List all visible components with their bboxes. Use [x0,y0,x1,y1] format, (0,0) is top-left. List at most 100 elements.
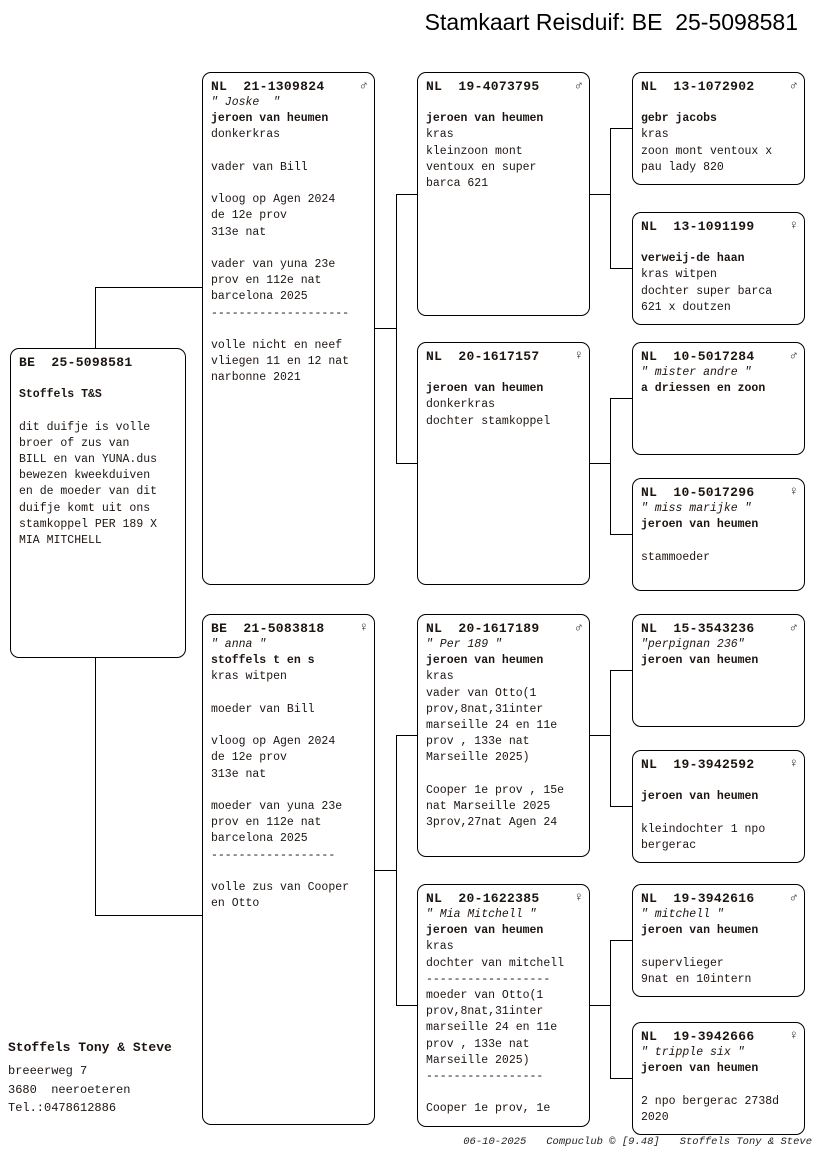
pedigree-box-header: NL 20-1622385 ♀ [426,890,583,907]
pedigree-box-header: BE 21-5083818 ♀ [211,620,368,637]
male-icon: ♂ [789,620,798,635]
connector-line [95,287,97,349]
pedigree-text-line: kras [426,670,454,684]
pedigree-text-line: bergerac [641,838,697,852]
connector-line [610,1078,633,1080]
ring-number: NL 20-1617157 [426,349,540,364]
owner-address-street: breeerweg 7 [8,1064,88,1078]
pedigree-box: NL 20-1617189 ♂ " Per 189 "jeroen van he… [417,614,590,857]
male-icon: ♂ [359,78,368,93]
ring-number: NL 19-4073795 [426,79,540,94]
pedigree-box: NL 15-3543236 ♂ "perpignan 236"jeroen va… [632,614,805,727]
footer-date: 06-10-2025 [463,1136,527,1148]
pedigree-text-line [211,322,368,338]
pedigree-text-line [211,864,368,880]
pedigree-text-line: dochter van mitchell [426,956,565,970]
pedigree-text-line: " Per 189 " [426,638,502,651]
pedigree-text-line: kras witpen [211,670,287,684]
pedigree-text-line: " mister andre " [641,366,752,379]
pedigree-text-line [641,1077,798,1093]
pedigree-text-line [426,1085,583,1101]
pedigree-box-header: NL 20-1617189 ♂ [426,620,583,637]
pedigree-text-line [19,371,179,387]
female-icon: ♀ [359,620,368,635]
pedigree-text-line: jeroen van heumen [641,518,759,532]
pedigree-text-line: vader van Bill [211,160,308,174]
pedigree-box: NL 19-3942616 ♂ " mitchell "jeroen van h… [632,884,805,997]
pedigree-text-line: jeroen van heumen [426,924,544,938]
owner-address-city: 3680 neeroeteren [8,1082,131,1097]
pedigree-text-line: vliegen 11 en 12 nat [211,355,350,369]
pedigree-text-line: marseille 24 en 11e [426,1021,558,1035]
pedigree-text-line [641,939,798,955]
pedigree-text-line: kleinzoon mont [426,144,523,158]
connector-line [610,940,633,942]
pedigree-text-line: jeroen van heumen [641,790,759,804]
pedigree-text-line: dochter super barca [641,284,773,298]
pedigree-text-line: en Otto [211,897,260,911]
ring-number: NL 15-3543236 [641,621,755,636]
pedigree-text-line: nat Marseille 2025 [426,800,551,814]
female-icon: ♀ [574,890,583,905]
pedigree-text-line: de 12e prov [211,751,287,765]
ring-number: NL 13-1091199 [641,219,755,234]
pedigree-text-line: barcelona 2025 [211,832,308,846]
pedigree-text-line: jeroen van heumen [211,112,329,126]
pedigree-text-line [211,686,368,702]
pedigree-text-line: stamkoppel PER 189 X [19,517,158,531]
pedigree-text-line: prov , 133e nat [426,1037,530,1051]
pedigree-box: NL 10-5017284 ♂ " mister andre "a driess… [632,342,805,455]
pedigree-text-line: kleindochter 1 npo [641,822,766,836]
pedigree-text-line: " Joske " [211,96,281,109]
pedigree-text-line: Marseille 2025) [426,751,530,765]
pedigree-text-line: stammoeder [641,550,711,564]
pedigree-box: NL 20-1622385 ♀ " Mia Mitchell "jeroen v… [417,884,590,1127]
pedigree-text-line: verweij-de haan [641,252,745,266]
pedigree-box-header: NL 19-3942592 ♀ [641,756,798,773]
owner-name: Stoffels Tony & Steve [8,1040,172,1055]
pedigree-box-header: NL 13-1091199 ♀ [641,218,798,235]
page-title: Stamkaart Reisduif: BE 25-5098581 [424,9,798,35]
pedigree-text-line: volle zus van Cooper [211,880,350,894]
female-icon: ♀ [789,756,798,771]
ring-number: NL 20-1617189 [426,621,540,636]
pedigree-text-line [426,767,583,783]
ring-number: NL 10-5017296 [641,485,755,500]
pedigree-text-line: jeroen van heumen [641,924,759,938]
connector-line [610,128,612,269]
pedigree-text-line: prov en 112e nat [211,816,322,830]
report-footer: 06-10-2025 Compuclub © [9.48] Stoffels T… [463,1136,812,1148]
pedigree-box-body: jeroen van heumen kras kleinzoon mont vento… [426,95,583,192]
pedigree-text-line [211,783,368,799]
pedigree-text-line: duifje komt uit ons [19,501,151,515]
pedigree-text-line: jeroen van heumen [641,654,759,668]
pedigree-text-line: bewezen kweekduiven [19,469,151,483]
ring-number: NL 19-3942592 [641,757,755,772]
connector-line [396,463,418,465]
connector-line [590,463,611,465]
male-icon: ♂ [789,78,798,93]
pedigree-text-line: ------------------ [211,848,336,862]
pedigree-text-line: ventoux en super [426,160,537,174]
connector-line [95,915,203,917]
pedigree-text-line: barcelona 2025 [211,290,308,304]
pedigree-text-line: 2020 [641,1110,669,1124]
pedigree-text-line: 313e nat [211,767,267,781]
pedigree-text-line: kras [426,128,454,142]
pedigree-text-line: Cooper 1e prov, 1e [426,1102,551,1116]
pedigree-box: NL 19-3942592 ♀ jeroen van heumen kleindo… [632,750,805,863]
pedigree-text-line: ------------------ [426,972,551,986]
pedigree-text-line: vader van Otto(1 [426,686,537,700]
pedigree-box: NL 10-5017296 ♀ " miss marijke "jeroen v… [632,478,805,591]
pedigree-text-line: vloog op Agen 2024 [211,735,336,749]
pedigree-text-line: jeroen van heumen [426,112,544,126]
pedigree-text-line [211,718,368,734]
pedigree-text-line: prov,8nat,31inter [426,1005,544,1019]
ring-number: NL 20-1622385 [426,891,540,906]
